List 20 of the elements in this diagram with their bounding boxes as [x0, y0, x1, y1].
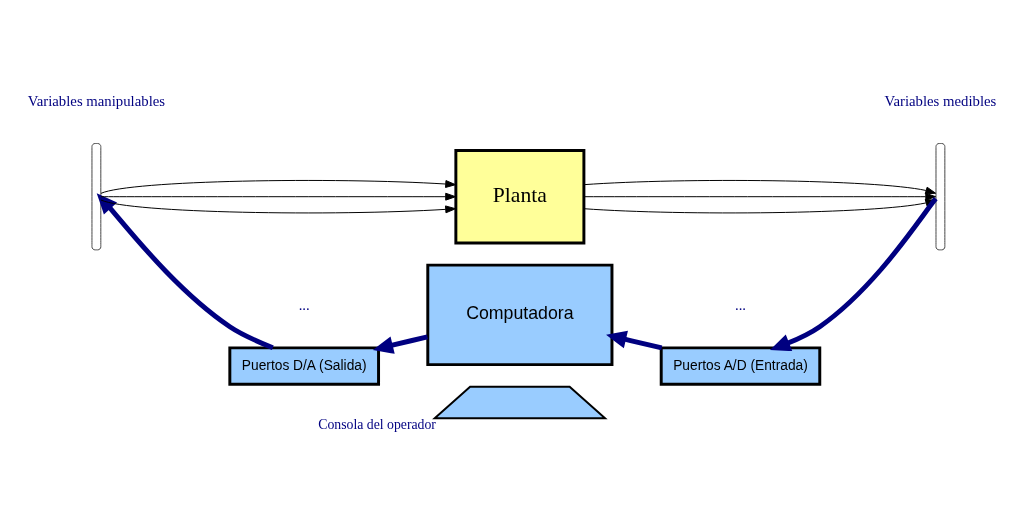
node-box: Planta	[454, 148, 586, 244]
node-bracket	[91, 142, 102, 250]
node-box: Computadora	[426, 263, 614, 366]
label: ...	[734, 296, 747, 313]
arrow	[100, 199, 457, 213]
arrow	[100, 179, 457, 194]
label: Variables manipulables	[27, 92, 166, 109]
arrow	[372, 333, 429, 354]
label: Variables medibles	[884, 92, 997, 109]
arrow	[583, 192, 937, 201]
node-trapezium	[432, 385, 608, 419]
node-box: Puertos D/A (Salida)	[228, 345, 381, 386]
arrow	[100, 192, 457, 201]
node-box: Puertos A/D (Entrada)	[659, 345, 822, 386]
arrow	[96, 192, 274, 350]
arrow	[583, 179, 937, 194]
node-bracket	[935, 142, 946, 250]
label: ...	[298, 296, 310, 313]
arrow	[606, 330, 663, 350]
node-label: Consola del operador	[318, 416, 436, 432]
